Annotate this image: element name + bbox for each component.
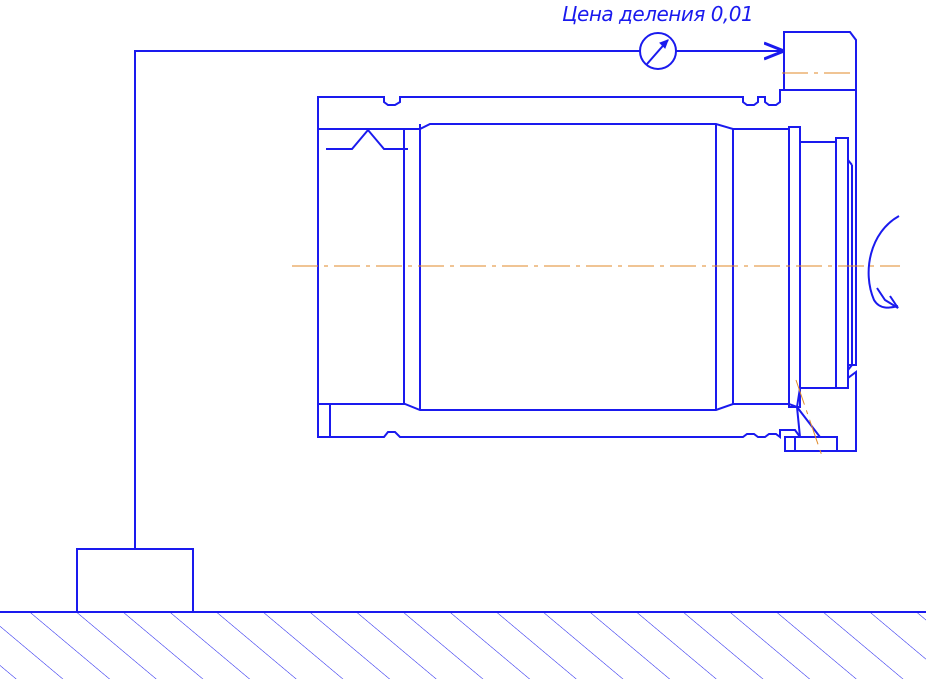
part-bottom-wall-section <box>317 403 823 439</box>
indicator-stand <box>76 548 194 613</box>
part-top-wall-section <box>317 89 857 366</box>
flange-top-section <box>783 31 857 91</box>
dial-graduation-label: Цена деления 0,01 <box>562 2 754 26</box>
thread-profile-symbol <box>326 128 408 150</box>
indicator-rod <box>134 50 640 549</box>
bolt-axis <box>795 379 823 457</box>
rotation-arrow-icon <box>867 215 900 309</box>
ground-base <box>0 611 926 679</box>
dial-indicator-icon <box>639 32 677 70</box>
part-bore-outline <box>317 124 853 437</box>
